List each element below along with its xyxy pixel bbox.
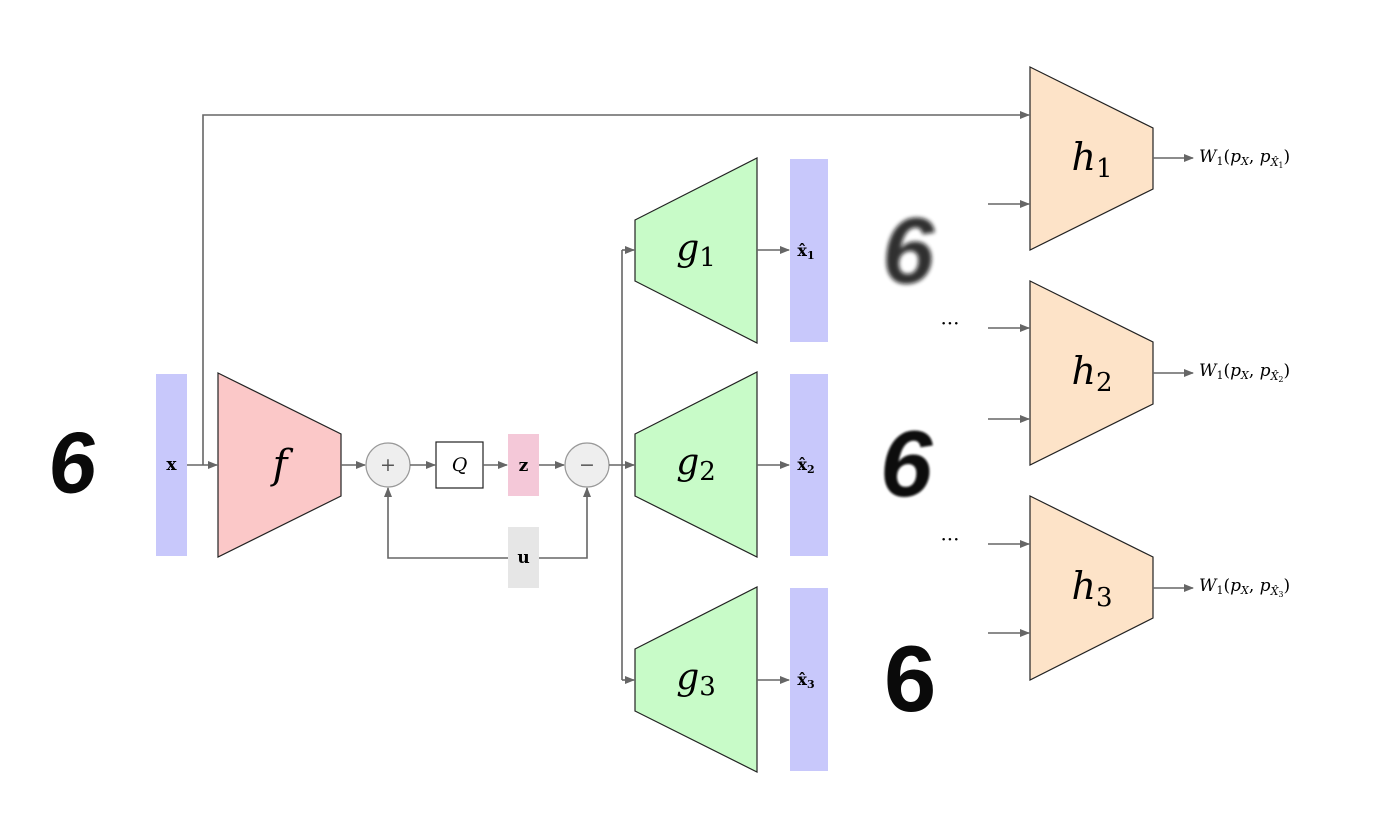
- arrow-x-to-h1: [202, 111, 1030, 465]
- output-xhat1-bar: [790, 159, 828, 342]
- noise-u-box: [508, 527, 539, 588]
- arrow-u-to-plus: [384, 487, 508, 559]
- connectors: [187, 111, 1194, 684]
- input-digit-image: 6: [45, 414, 101, 513]
- encoder-f-trapezoid: [217, 372, 342, 558]
- decoder-g1-trapezoid: [634, 157, 758, 344]
- decoder-g3-trapezoid: [634, 586, 758, 773]
- output-xhat1-label: x̂1: [797, 241, 814, 262]
- recon-digit-image-3: 6: [884, 626, 936, 731]
- arrow-u-to-minus: [539, 487, 591, 559]
- output-xhat3-label: x̂3: [797, 670, 814, 691]
- critic-h1-output: W1(pX, pX̂1): [1199, 147, 1290, 170]
- plus-operator-symbol: +: [380, 454, 396, 476]
- input-x-label: x: [166, 455, 177, 475]
- decoder-g2-label: g2: [676, 442, 716, 487]
- critic-h2-trapezoid: [1029, 280, 1154, 466]
- quantizer-box: [435, 441, 484, 489]
- critic-h2-label: h2: [1071, 349, 1112, 398]
- minus-operator-symbol: −: [579, 454, 595, 476]
- latent-z-label: z: [519, 456, 529, 476]
- output-xhat2-label: x̂2: [797, 455, 814, 476]
- decoder-g1-label: g1: [676, 228, 716, 273]
- critic-h2-output: W1(pX, pX̂2): [1199, 361, 1290, 384]
- latent-z-box: [508, 434, 539, 496]
- recon-digit-image-1: 6: [882, 198, 935, 303]
- output-xhat2-bar: [790, 374, 828, 556]
- critic-h3-output: W1(pX, pX̂3): [1199, 576, 1290, 599]
- ellipsis-2: ···: [940, 527, 959, 551]
- critic-h3-label: h3: [1071, 564, 1112, 613]
- noise-u-label: u: [517, 548, 529, 568]
- output-xhat3-bar: [790, 588, 828, 771]
- ellipsis-1: ···: [940, 311, 959, 335]
- input-x-bar: [156, 374, 187, 556]
- quantizer-label: Q: [452, 454, 468, 476]
- critic-h1-trapezoid: [1029, 66, 1154, 251]
- decoder-g3-label: g3: [676, 657, 716, 702]
- critic-h3-trapezoid: [1029, 495, 1154, 681]
- recon-digit-image-2: 6: [880, 411, 933, 516]
- critic-h1-label: h1: [1071, 135, 1112, 184]
- decoder-g2-trapezoid: [634, 371, 758, 558]
